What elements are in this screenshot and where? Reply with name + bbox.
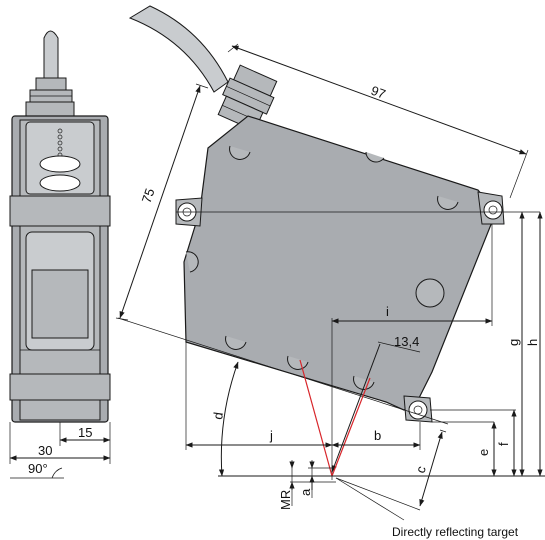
mount-hole-bottom (408, 400, 428, 420)
adjust-knob (415, 278, 445, 308)
label-mr: MR (278, 490, 293, 510)
label-h: h (525, 339, 540, 346)
label-d: d (210, 411, 226, 420)
dim-97: 97 (369, 83, 388, 102)
label-a: a (298, 488, 313, 496)
label-c: c (413, 464, 429, 475)
dim-30: 30 (38, 443, 52, 458)
dim-13-4: 13,4 (394, 334, 419, 349)
label-f: f (496, 442, 511, 446)
receiver-beam (331, 377, 371, 477)
label-b: b (374, 428, 381, 443)
sensor-housing (183, 115, 497, 411)
side-band (9, 195, 111, 227)
side-bottom-band (9, 373, 111, 401)
angle-90: 90° (28, 461, 48, 476)
emitter-beam (299, 359, 333, 477)
tilted-view: 97 75 i 13,4 j b d (115, 5, 545, 539)
label-j: j (269, 428, 273, 443)
side-gland-base (25, 101, 75, 117)
side-led-lower (39, 174, 81, 192)
side-lens (31, 269, 89, 339)
side-cable (43, 30, 59, 81)
mount-hole-right (483, 200, 503, 220)
side-led-upper (39, 155, 81, 173)
dim-15: 15 (78, 425, 92, 440)
label-e: e (476, 449, 491, 456)
label-i: i (386, 304, 389, 319)
cable (128, 5, 229, 93)
caption-target: Directly reflecting target (392, 525, 519, 539)
label-g: g (506, 339, 521, 346)
dim-75: 75 (139, 186, 158, 205)
side-view: 15 30 90° (9, 30, 111, 479)
